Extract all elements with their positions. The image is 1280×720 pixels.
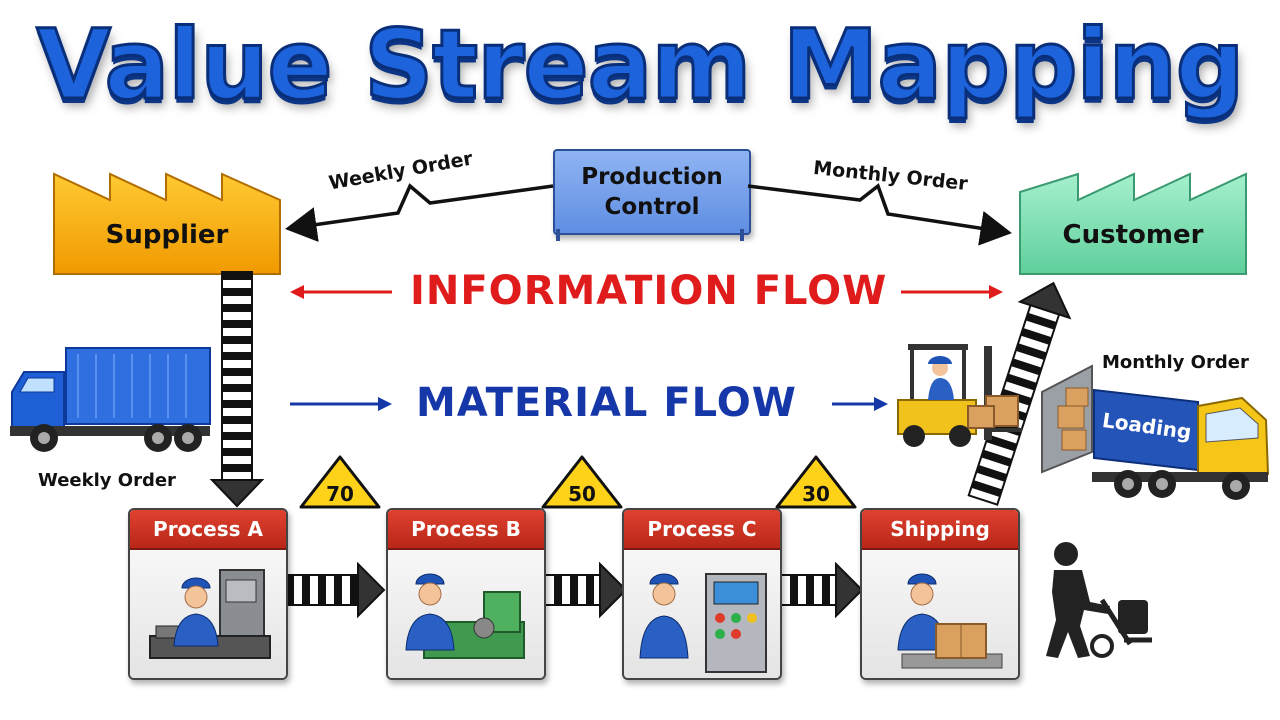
process-box-c: Process C (622, 508, 782, 680)
factory-icon (1019, 172, 1247, 275)
truck-icon (1041, 364, 1270, 500)
inventory-value: 30 (802, 482, 830, 506)
material-flow-arrow-right (832, 397, 888, 411)
inventory-triangle-icon (541, 455, 623, 509)
customer-label: Customer (1062, 220, 1204, 250)
inventory-triangle-70: 70 (298, 454, 382, 510)
info-flow-arrow-right (901, 285, 1003, 299)
monthly-order-label-top: Monthly Order (812, 156, 969, 196)
inventory-triangle-50: 50 (540, 454, 624, 510)
process-title: Process A (130, 510, 286, 550)
info-flow-arrow-left (290, 285, 392, 299)
process-box-a: Process A (128, 508, 288, 680)
material-flow-arrow-left (290, 397, 392, 411)
process-title: Process C (624, 510, 780, 550)
supplier-label: Supplier (105, 220, 229, 250)
worker-icon (897, 573, 1003, 669)
process-box-shipping: Shipping (860, 508, 1020, 680)
process-box-b: Process B (386, 508, 546, 680)
process-title: Process B (388, 510, 544, 550)
push-arrow-icon (539, 562, 628, 619)
worker-icon (639, 573, 767, 673)
inventory-triangle-30: 30 (774, 454, 858, 510)
weekly-order-label-truck: Weekly Order (38, 470, 176, 491)
hand-truck-icon (1046, 542, 1152, 658)
monthly-order-label-truck: Monthly Order (1102, 352, 1249, 373)
material-flow-label: MATERIAL FLOW (416, 380, 797, 426)
production-control-box: Production Control (553, 149, 751, 235)
forklift-icon (897, 344, 1022, 447)
customer-factory: Customer (1018, 162, 1248, 277)
worker-icon (149, 569, 271, 659)
push-arrow-icon (287, 562, 386, 619)
production-control-leg (556, 229, 560, 241)
production-control-leg (740, 229, 744, 241)
production-control-line1: Production (581, 164, 723, 190)
factory-icon (53, 172, 281, 275)
information-flow-label: INFORMATION FLOW (410, 268, 888, 314)
truck-icon (10, 347, 211, 452)
inventory-triangle-icon (775, 455, 857, 509)
production-control-line2: Control (604, 194, 700, 220)
inventory-triangle-icon (299, 455, 381, 509)
supplier-factory: Supplier (52, 162, 282, 277)
push-arrow-icon (775, 562, 864, 619)
weekly-order-label-top: Weekly Order (327, 147, 475, 195)
inventory-value: 50 (568, 482, 596, 506)
process-title: Shipping (862, 510, 1018, 550)
loading-truck: Loading (1022, 362, 1274, 504)
worker-icon (405, 573, 525, 659)
inventory-value: 70 (326, 482, 354, 506)
page-title: Value Stream Mapping (35, 8, 1246, 123)
